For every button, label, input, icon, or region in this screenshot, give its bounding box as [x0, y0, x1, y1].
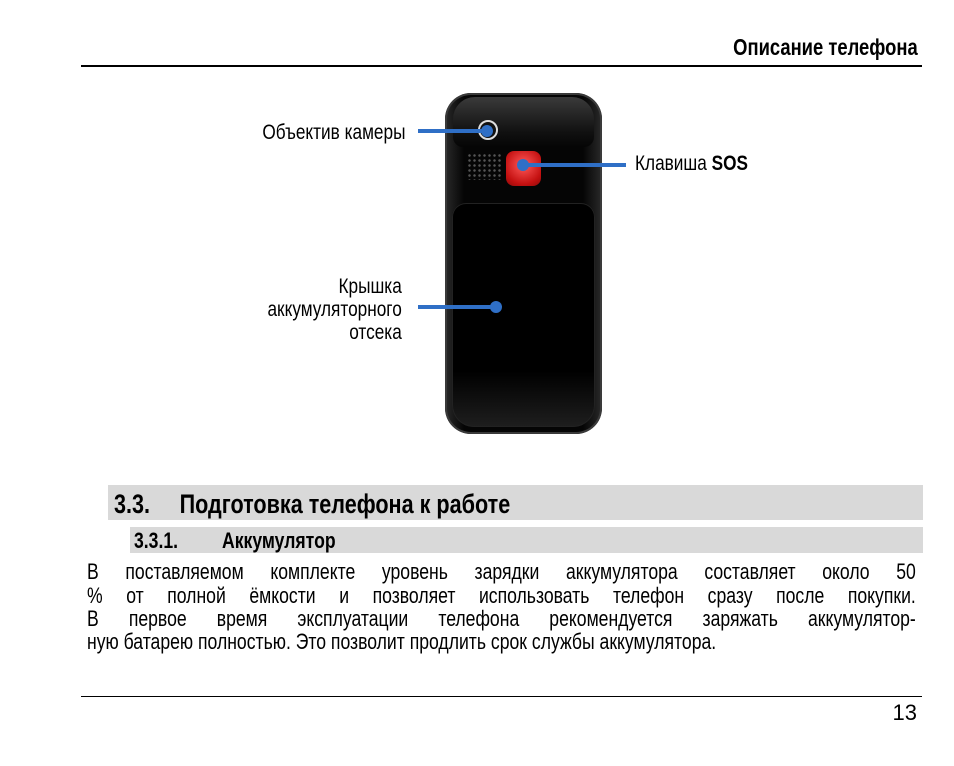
phone-illustration: [445, 93, 602, 434]
camera-label: Объектив камеры: [261, 121, 405, 144]
speaker-grille-icon: [467, 153, 501, 180]
body-text-line: % от полной ёмкости и позволяет использо…: [87, 583, 916, 608]
page-number: 13: [892, 700, 917, 725]
section-title: Подготовка телефона к работе: [179, 489, 511, 519]
footer-rule: [81, 696, 922, 697]
sos-label-prefix: Клавиша: [635, 152, 712, 175]
body-text-line: В первое время эксплуатации телефона рек…: [87, 606, 916, 631]
camera-callout-dot: [481, 125, 493, 137]
subsection-number: 3.3.1.: [134, 528, 179, 553]
body-text-line: В поставляемом комплекте уровень зарядки…: [87, 559, 916, 584]
sos-callout-dot: [517, 159, 529, 171]
subsection-title: Аккумулятор: [222, 528, 336, 553]
header-rule: [81, 65, 922, 67]
camera-callout-line: [418, 129, 486, 133]
battery-cover-label-line: аккумуляторного: [267, 298, 402, 321]
battery-cover-callout-line: [418, 305, 496, 309]
sos-label-bold: SOS: [711, 152, 748, 175]
battery-cover-label-line: отсека: [349, 321, 402, 344]
subsection-heading: 3.3.1. Аккумулятор: [130, 527, 923, 553]
battery-cover: [452, 203, 595, 427]
battery-cover-callout-dot: [490, 301, 502, 313]
section-heading-text: 3.3. Подготовка телефона к работе: [114, 489, 510, 520]
battery-cover-label-line: Крышка: [338, 275, 402, 298]
phone-top-highlight: [453, 97, 594, 147]
sos-label: Клавиша SOS: [635, 152, 748, 175]
sos-callout-line: [520, 163, 626, 167]
subsection-heading-text: 3.3.1. Аккумулятор: [134, 528, 336, 554]
section-number: 3.3.: [114, 489, 151, 519]
section-heading: 3.3. Подготовка телефона к работе: [108, 485, 923, 520]
body-text-line: ную батарею полностью. Это позволит прод…: [87, 629, 717, 654]
battery-cover-label: Крышка аккумуляторного отсека: [268, 275, 402, 344]
running-header: Описание телефона: [733, 34, 918, 60]
